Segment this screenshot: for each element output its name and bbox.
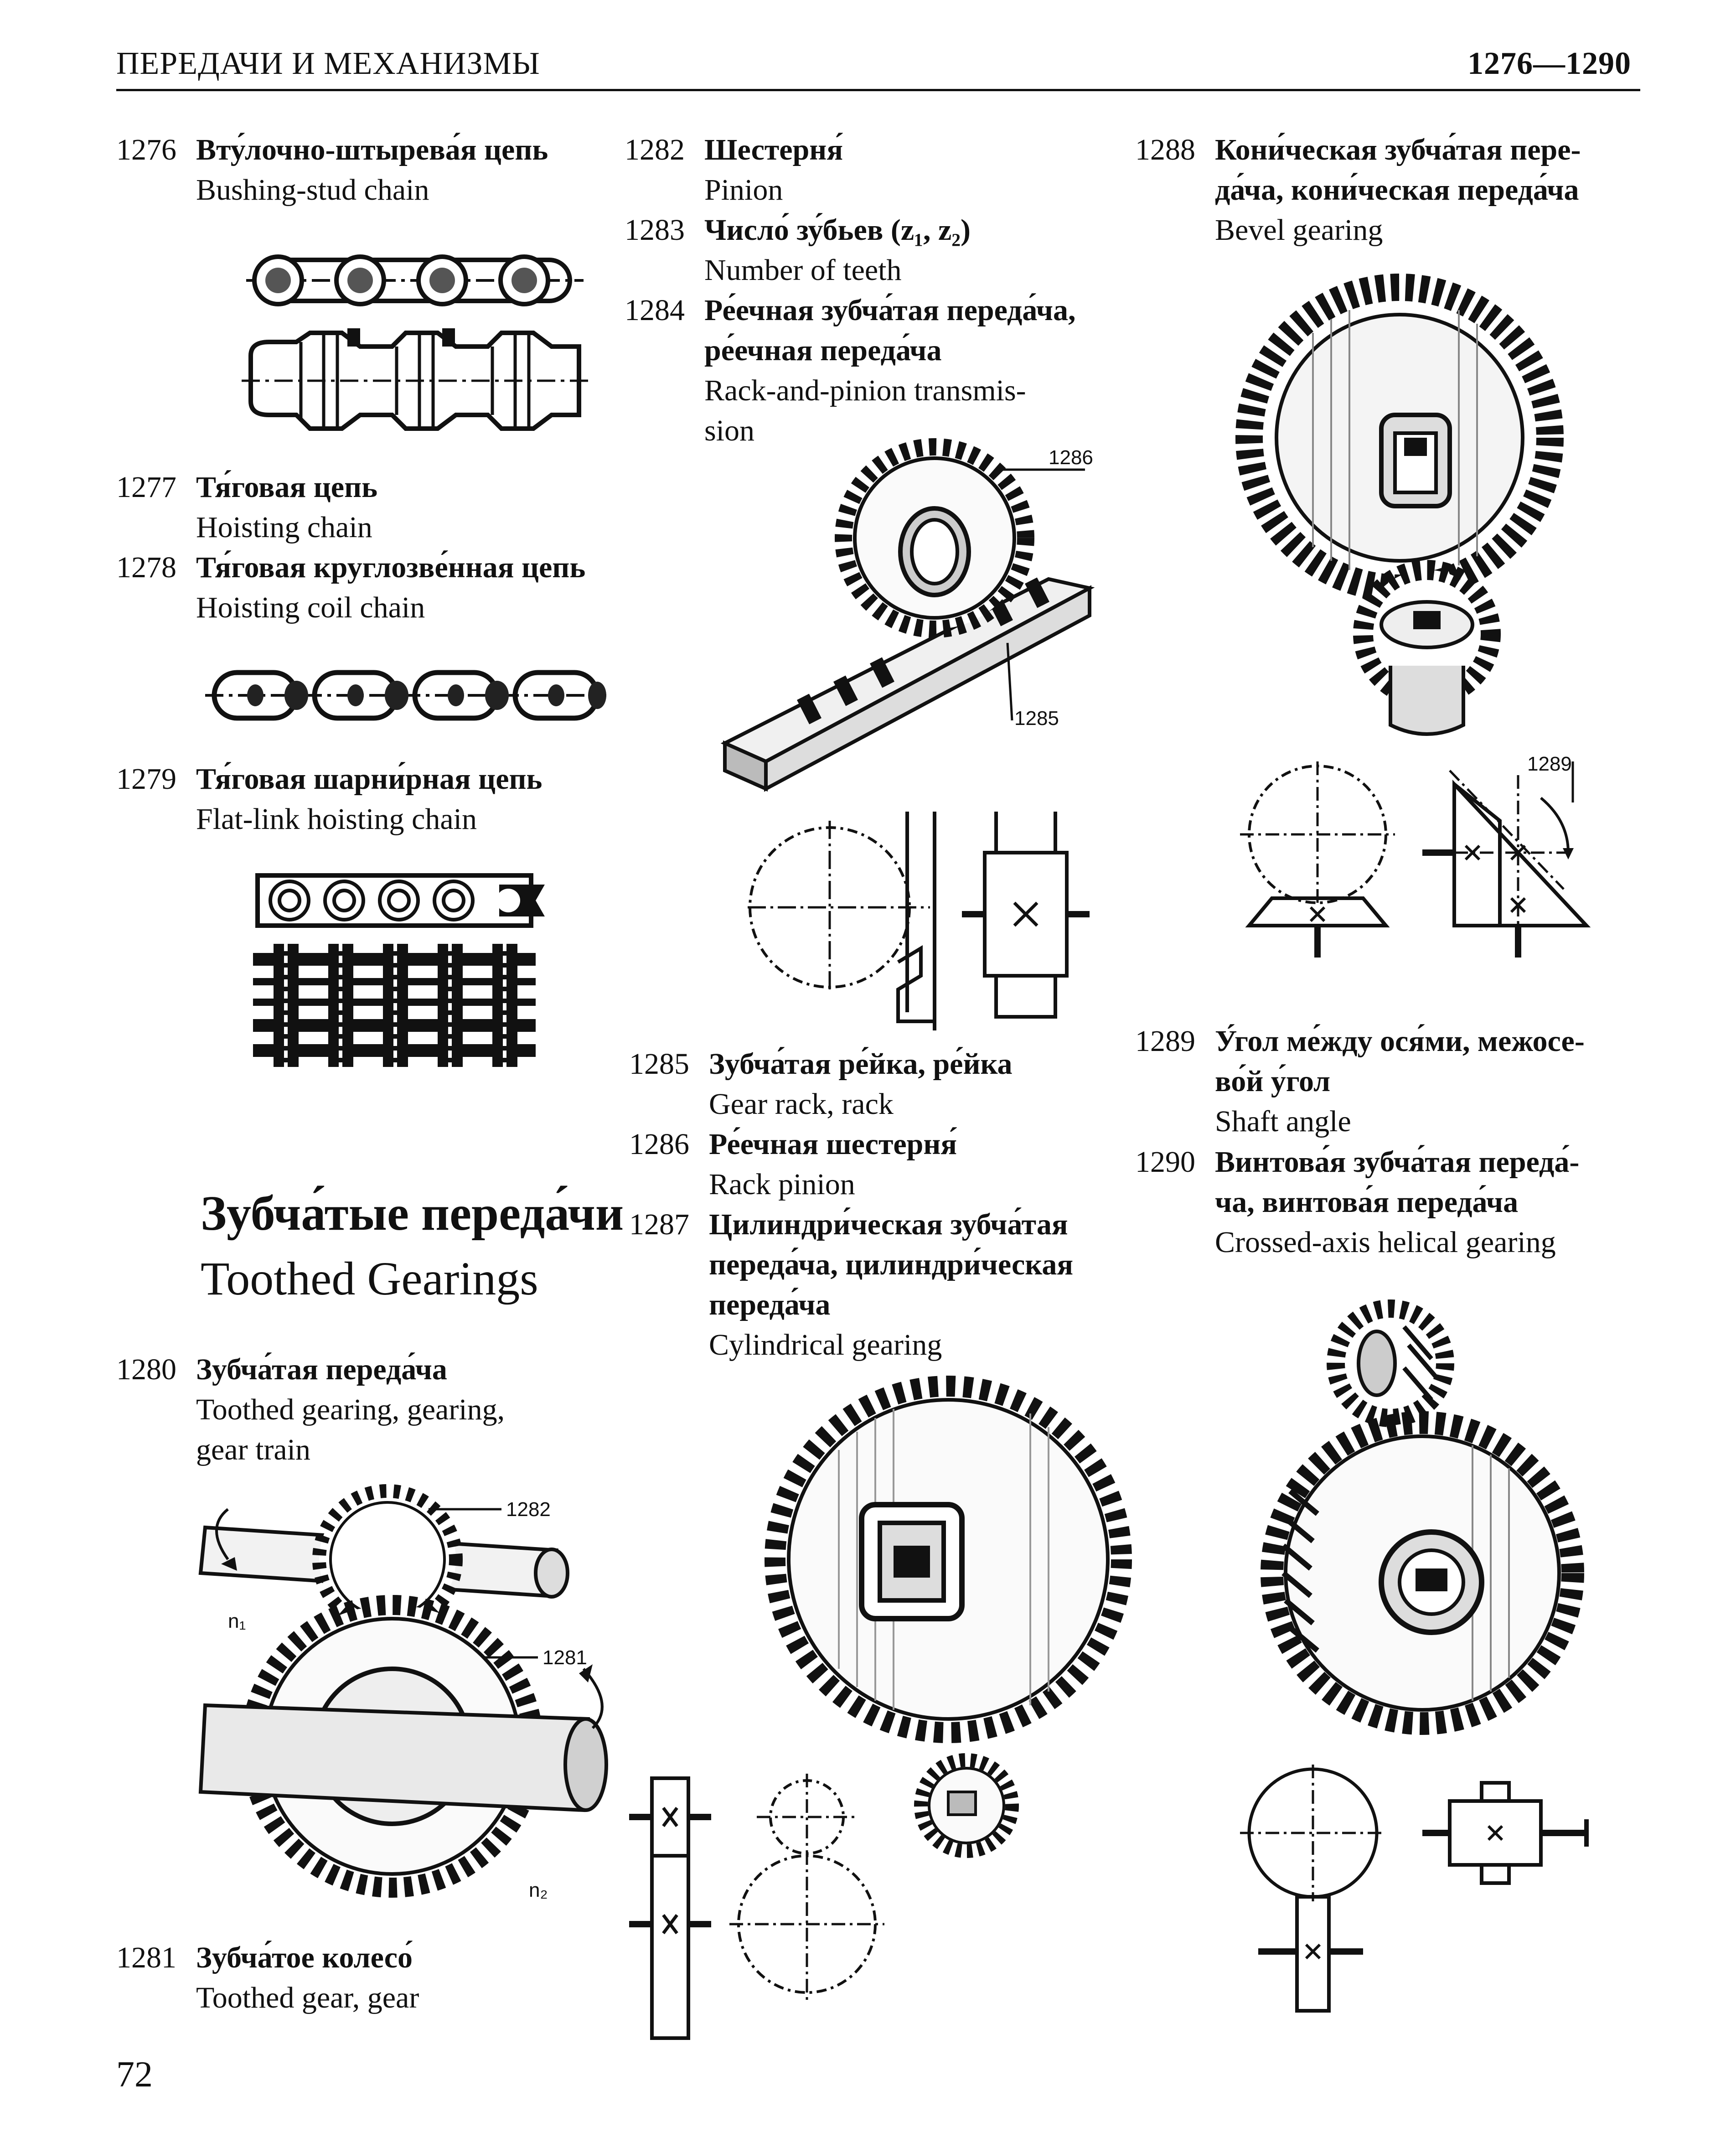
entry-english: Hoisting coil chain [196,591,425,624]
entry-number: 1282 [625,133,685,166]
entry-english: Cylindrical gearing [709,1328,942,1361]
entry-russian: ча, винтова́я переда́ча [1215,1185,1519,1219]
label-1281: 1281 [542,1646,587,1669]
entry-number: 1289 [1135,1025,1195,1058]
entry-russian: во́й у́гол [1215,1065,1331,1098]
entry-number: 1281 [116,1941,176,1974]
label-1282: 1282 [506,1498,551,1521]
rack-and-pinion-figure: 1286 1285 [720,438,1095,792]
section-title-russian: Зубча́тые переда́чи [201,1186,624,1241]
rack-and-pinion-schematic [748,812,1090,1030]
entry-russian: Тя́говая цепь [196,471,377,504]
entry-english: Bevel gearing [1215,213,1383,247]
entry-number: 1278 [116,551,176,584]
entry-russian: Число́ зу́бьев (z₁, z₂) [704,213,971,247]
bevel-gearing-figure [1235,274,1564,736]
entry-english: Toothed gearing, gearing, [196,1393,505,1426]
entry-russian: Тя́говая круглозве́нная цепь [196,551,586,584]
entry-english: Hoisting chain [196,511,372,544]
label-1285: 1285 [1014,707,1059,730]
cylindrical-gearing-figure [765,1376,1132,1858]
entry-russian: Винтова́я зубча́тая переда́- [1215,1145,1580,1179]
entry-english: Rack-and-pinion transmis- [704,374,1026,407]
entry-english: sion [704,414,755,447]
entry-russian: Ре́ечная зубча́тая переда́ча, [704,294,1076,327]
label-n2: n₂ [529,1879,548,1901]
page-number: 72 [116,2055,153,2095]
entry-number: 1277 [116,471,176,504]
entry-russian: Вту́лочно-штырева́я цепь [196,133,548,166]
entry-russian: переда́ча [709,1288,831,1321]
entry-english: Toothed gear, gear [196,1981,419,2014]
entry-english: Gear rack, rack [709,1087,894,1121]
cylindrical-gearing-schematic [629,1774,884,2040]
entry-english: Number of teeth [704,254,902,287]
entry-number: 1285 [629,1047,689,1081]
running-header-title: ПЕРЕДАЧИ И МЕХАНИЗМЫ [116,46,540,81]
helical-gearing-schematic [1240,1765,1589,2013]
entry-number: 1287 [629,1208,689,1241]
entry-russian: Зубча́тое колесо́ [196,1941,413,1974]
toothed-gearing-figure: n₁ 1282 n₂ 1281 [198,1484,608,1901]
bushing-stud-chain-figure [242,254,588,431]
entry-number: 1286 [629,1128,689,1161]
entry-number: 1284 [625,294,685,327]
entry-english: Flat-link hoisting chain [196,802,477,836]
coil-chain-figure [205,670,606,721]
entry-number: 1279 [116,762,176,796]
entry-russian: Зубча́тая ре́йка, ре́йка [709,1047,1013,1081]
entry-russian: Ре́ечная шестерня́ [709,1128,957,1161]
entry-russian: Шестерня́ [704,133,843,166]
entry-english: Crossed-axis helical gearing [1215,1226,1556,1259]
entry-english: Bushing-stud chain [196,173,429,207]
entry-english: Shaft angle [1215,1105,1351,1138]
entry-russian: Кони́ческая зубча́тая пере- [1215,133,1581,166]
label-n1: n₁ [228,1610,246,1632]
label-1289: 1289 [1527,753,1572,775]
entry-number: 1290 [1135,1145,1195,1179]
entry-english: Rack pinion [709,1168,855,1201]
entry-english: gear train [196,1433,311,1466]
flat-link-chain-figure [253,873,545,1067]
entry-russian: Тя́говая шарни́рная цепь [196,762,542,796]
entry-russian: Зубча́тая переда́ча [196,1353,447,1386]
entry-number: 1280 [116,1353,176,1386]
running-header-range: 1276—1290 [1467,46,1631,81]
entry-russian: ре́ечная переда́ча [704,334,942,367]
section-title-english: Toothed Gearings [201,1253,538,1305]
entry-number: 1276 [116,133,176,166]
entry-russian: У́гол ме́жду ося́ми, межосе- [1215,1025,1585,1058]
entry-english: Pinion [704,173,783,207]
entry-russian: Цилиндри́ческая зубча́тая [709,1208,1068,1241]
header-rule [116,89,1640,91]
helical-gearing-figure [1261,1299,1584,1735]
entry-russian: переда́ча, цилиндри́ческая [709,1248,1074,1281]
entry-number: 1288 [1135,133,1195,166]
label-1286: 1286 [1049,446,1093,469]
entry-number: 1283 [625,213,685,247]
bevel-gearing-schematic: 1289 [1240,753,1591,958]
entry-russian: да́ча, кони́ческая переда́ча [1215,173,1579,207]
